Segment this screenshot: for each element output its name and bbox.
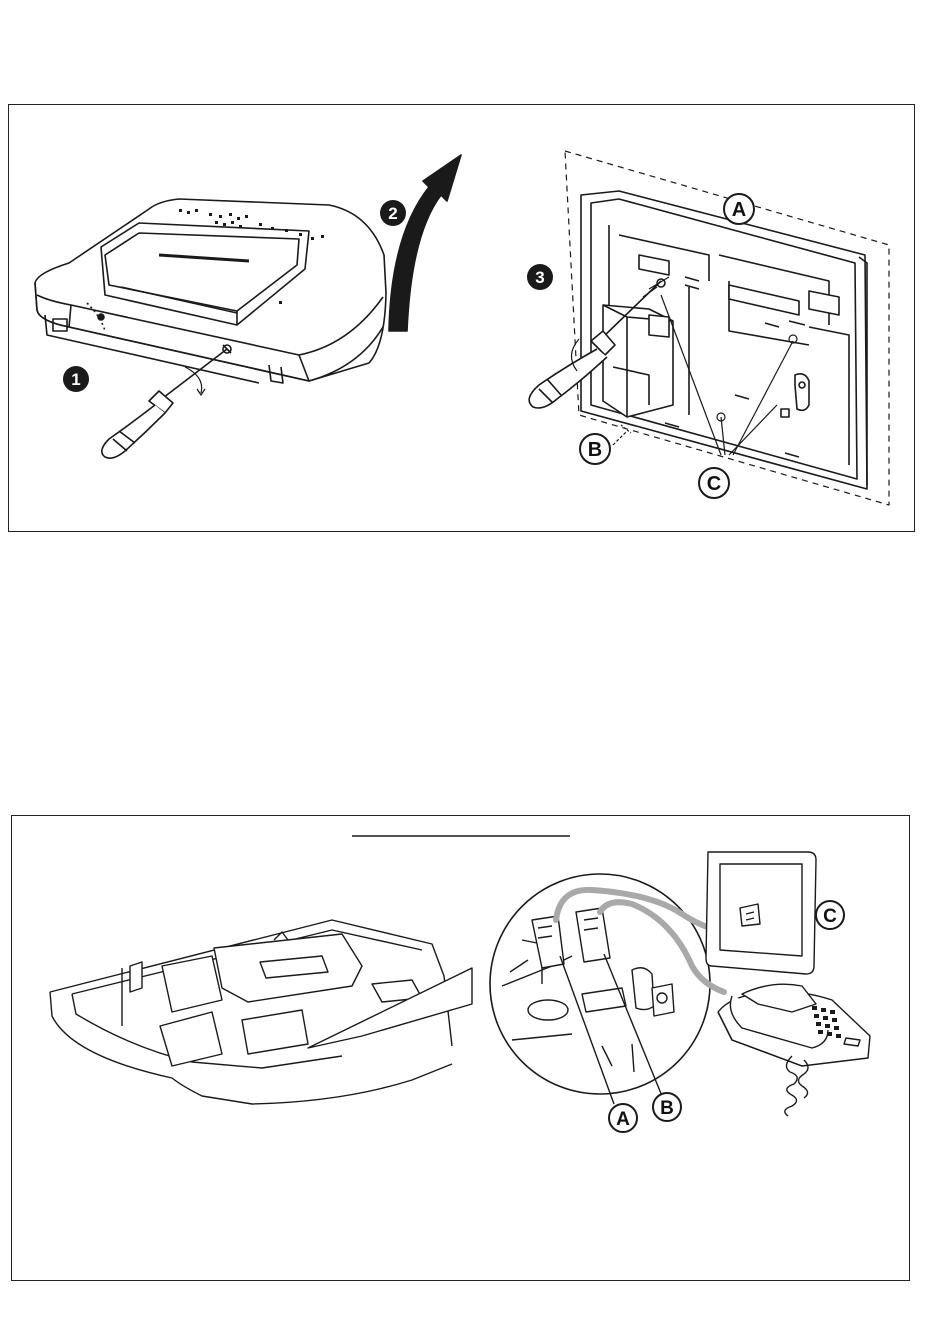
label-b-text: B — [660, 1098, 674, 1119]
step-badge-3: 3 — [527, 264, 553, 290]
label-a-text: A — [732, 199, 746, 221]
label-c-text: C — [707, 473, 721, 495]
step-2-number: 2 — [388, 204, 397, 223]
step-badge-2: 2 — [380, 200, 406, 226]
label-b-text: B — [588, 439, 602, 461]
telephone-wiring-illustration: C A B — [12, 816, 911, 1282]
step-3-number: 3 — [535, 268, 544, 287]
label-a-text: A — [616, 1109, 630, 1130]
control-panel-unit-drawing — [35, 199, 386, 383]
label-a: A — [724, 194, 754, 224]
telephone-wiring-figure-panel: C A B — [11, 815, 910, 1281]
wall-jack-drawing — [706, 852, 816, 974]
step-1-number: 1 — [71, 370, 80, 389]
label-a: A — [609, 1104, 637, 1132]
installation-figure-panel: 1 2 3 A B C — [8, 104, 915, 532]
label-b: B — [653, 1093, 681, 1121]
lift-arrow-icon — [389, 155, 461, 331]
label-c: C — [699, 468, 729, 498]
label-c: C — [816, 901, 844, 929]
installation-illustration: 1 2 3 A B C — [9, 105, 916, 533]
telephone-icon — [718, 984, 870, 1116]
label-b: B — [580, 431, 627, 464]
label-c-text: C — [823, 906, 837, 927]
step-badge-1: 1 — [63, 366, 89, 392]
